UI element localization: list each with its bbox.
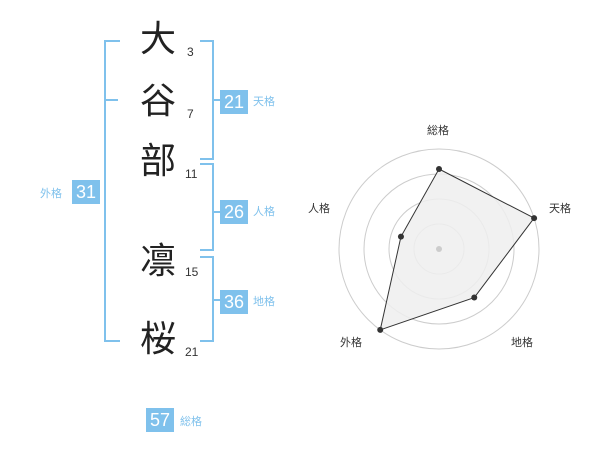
gaikaku-bracket xyxy=(104,40,120,342)
radar-center-dot xyxy=(436,246,442,252)
name-char-2: 谷 xyxy=(140,81,177,122)
stroke-count-2: 7 xyxy=(187,107,194,121)
radar-axis-label-chikaku: 地格 xyxy=(511,335,533,349)
jinkaku-score: 26 xyxy=(220,200,248,224)
radar-point-2 xyxy=(531,215,538,222)
radar-ring xyxy=(338,148,540,350)
gaikaku-label: 外格 xyxy=(40,188,62,200)
radar-point-1 xyxy=(436,166,442,172)
chikaku-bracket-tick xyxy=(212,299,220,301)
radar-axis-label-soukaku: 総格 xyxy=(427,123,449,137)
soukaku-score: 57 xyxy=(146,408,174,432)
gaikaku-score: 31 xyxy=(72,180,100,204)
jinkaku-label: 人格 xyxy=(253,206,275,218)
jinkaku-bracket xyxy=(200,163,214,251)
radar-axis-label-gaikaku: 外格 xyxy=(340,335,362,349)
stroke-count-1: 3 xyxy=(187,45,194,59)
fortune-radar-chart: 総格 天格 地格 外格 人格 xyxy=(308,123,571,350)
chikaku-label: 地格 xyxy=(253,296,275,308)
stroke-count-4: 15 xyxy=(185,265,199,279)
tenkaku-label: 天格 xyxy=(253,96,275,108)
soukaku-label: 総格 xyxy=(180,416,202,428)
radar-value-polygon xyxy=(379,168,535,331)
radar-axis-label-tenkaku: 天格 xyxy=(549,201,571,215)
radar-axis-label-jinkaku: 人格 xyxy=(308,201,330,215)
stroke-count-5: 21 xyxy=(185,345,199,359)
name-char-4: 凛 xyxy=(140,241,177,282)
jinkaku-bracket-tick xyxy=(212,211,220,213)
name-char-5: 桜 xyxy=(140,319,177,360)
radar-point-5 xyxy=(397,233,404,240)
stroke-count-3: 11 xyxy=(185,167,198,181)
name-char-1: 大 xyxy=(140,19,177,60)
name-char-3: 部 xyxy=(140,141,177,182)
tenkaku-bracket-tick xyxy=(212,99,220,101)
chikaku-score: 36 xyxy=(220,290,248,314)
tenkaku-score: 21 xyxy=(220,90,248,114)
radar-point-4 xyxy=(377,326,384,333)
gaikaku-bracket-tick xyxy=(104,99,118,101)
radar-point-3 xyxy=(471,294,478,301)
